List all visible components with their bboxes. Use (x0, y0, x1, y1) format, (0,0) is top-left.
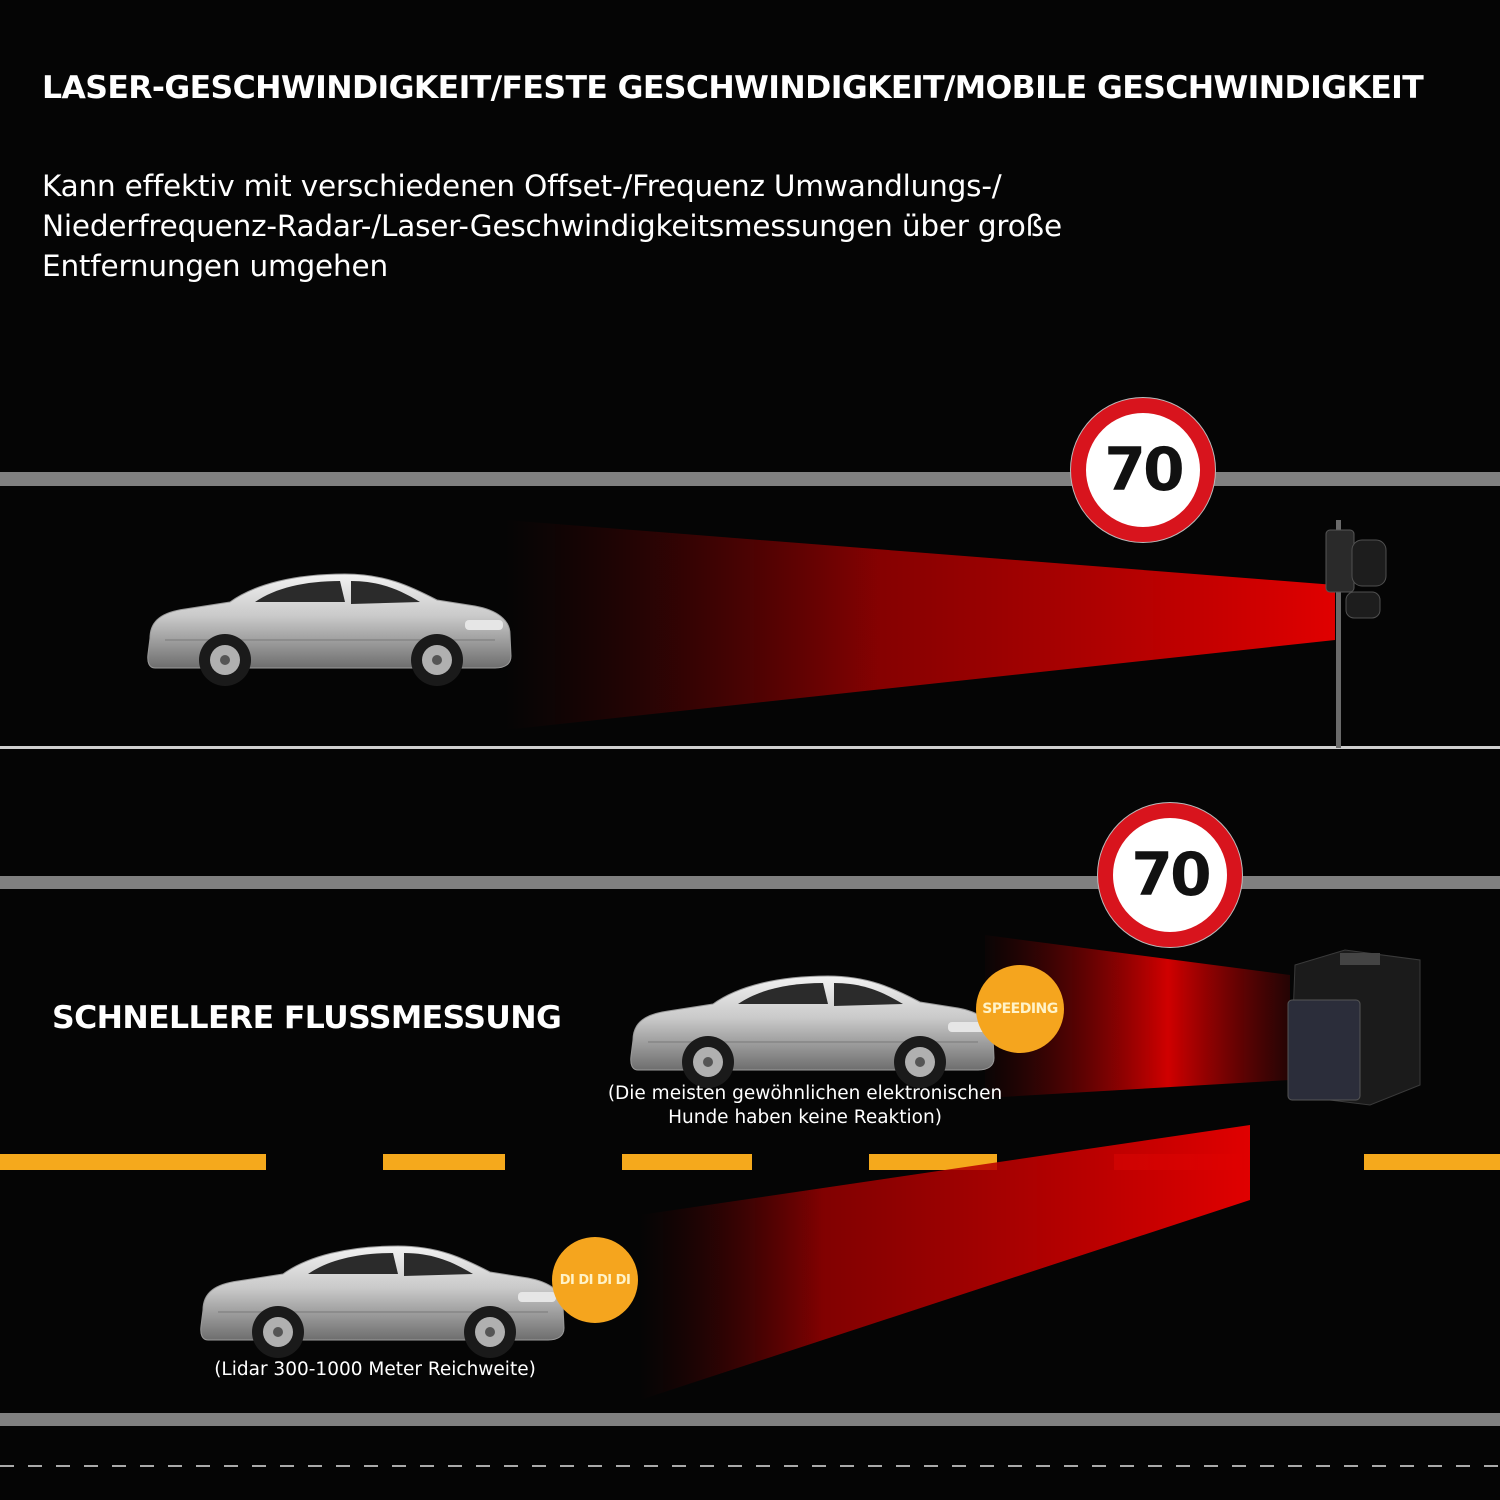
speed-limit-sign-icon: 70 (1098, 803, 1242, 947)
car-icon (629, 975, 995, 1089)
laser-beam-mid (985, 935, 1290, 1098)
speeding-badge: SPEEDING (976, 965, 1064, 1053)
speeding-badge-label: SPEEDING (982, 1001, 1058, 1017)
page-title: LASER-GESCHWINDIGKEIT/FESTE GESCHWINDIGK… (42, 70, 1424, 106)
car-icon (199, 1245, 565, 1359)
road-edge-line-top (0, 472, 1500, 486)
caption-lidar-range: (Lidar 300-1000 Meter Reichweite) (214, 1359, 536, 1380)
section-title: SCHNELLERE FLUSSMESSUNG (52, 1000, 562, 1036)
beep-badge: DI DI DI DI (552, 1237, 638, 1323)
road-edge-line-mid (0, 876, 1500, 889)
laser-beam-low (640, 1125, 1250, 1400)
speed-limit-value: 70 (1104, 435, 1184, 505)
speed-limit-sign-icon: 70 (1071, 398, 1215, 542)
beep-badge-label: DI DI DI DI (559, 1272, 631, 1288)
lane-divider-dashes (0, 1154, 1500, 1170)
car-icon (146, 573, 512, 687)
speed-limit-value: 70 (1131, 840, 1211, 910)
road-edge-line-bottom (0, 746, 1500, 749)
caption-radar-detectors: (Die meisten gewöhnlichen elektronischen… (607, 1083, 1003, 1128)
laser-beam-top (505, 520, 1335, 730)
laser-camera-icon (1287, 949, 1421, 1106)
traffic-light-icon (1325, 520, 1387, 748)
feature-description: Kann effektiv mit verschiedenen Offset-/… (42, 169, 1062, 283)
road-edge-line-lower (0, 1413, 1500, 1426)
